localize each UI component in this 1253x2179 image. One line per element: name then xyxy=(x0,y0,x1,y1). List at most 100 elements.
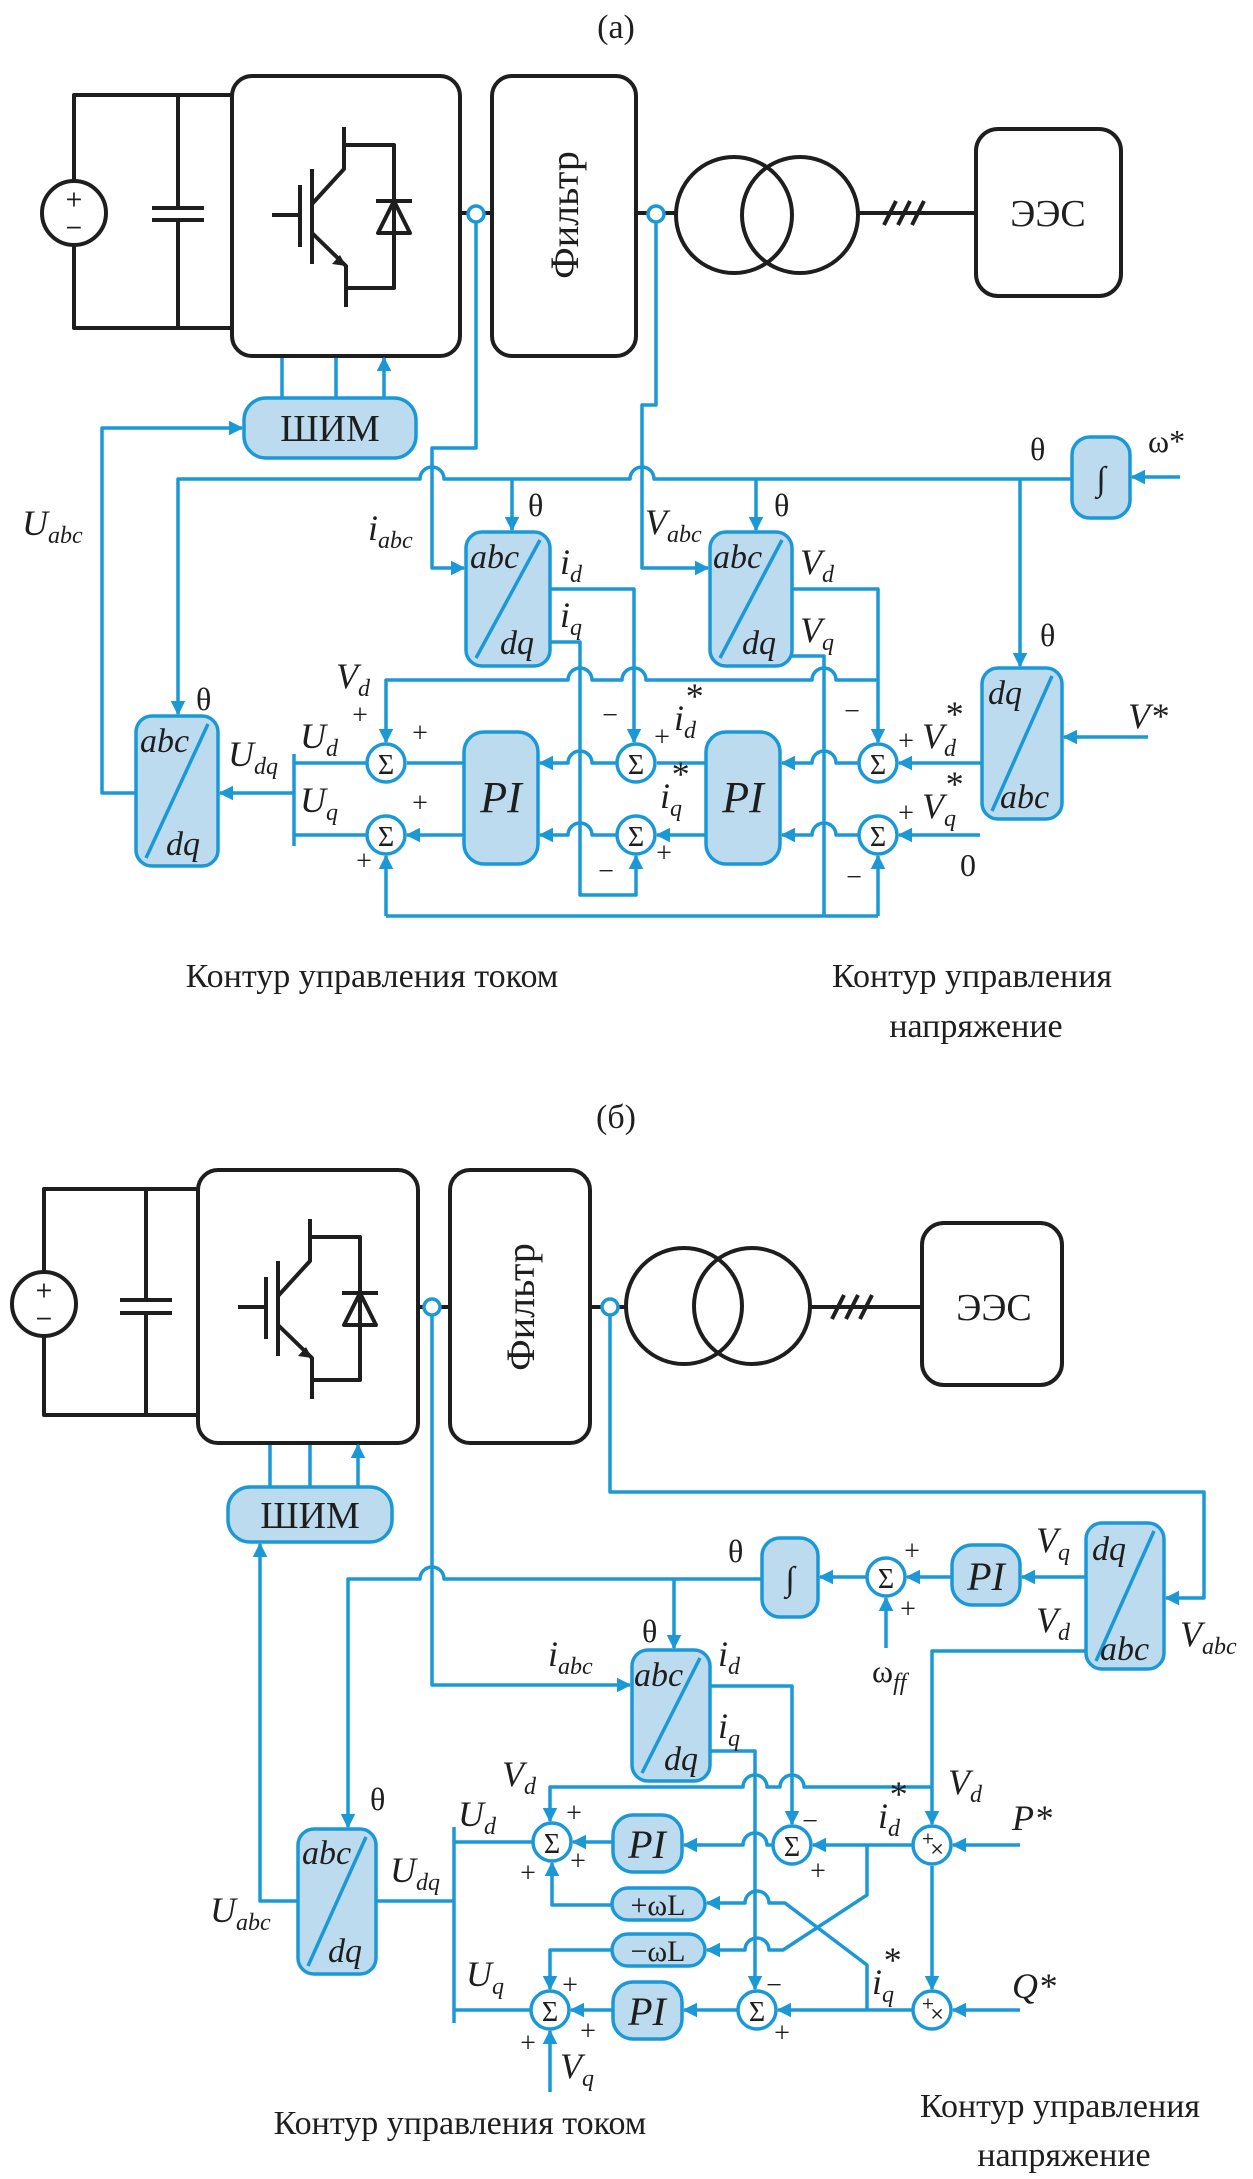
label-vq: Vq xyxy=(800,610,834,656)
abc-label: abc xyxy=(1100,1631,1149,1668)
label-p-ref: P* xyxy=(1011,1798,1052,1838)
pi1-outputs xyxy=(407,761,464,835)
sum-id xyxy=(615,742,657,784)
pwm-block xyxy=(242,396,418,460)
panel-a-title: (а) xyxy=(597,9,635,46)
sign: + xyxy=(810,1856,826,1887)
multiply-icon: × xyxy=(929,2004,944,2025)
three-phase-line-icon xyxy=(810,1294,922,1320)
three-phase-line-icon xyxy=(858,200,976,226)
sum-ud xyxy=(531,1821,573,1863)
inverter-block xyxy=(230,74,462,358)
label-id-ref: id* xyxy=(878,1774,906,1842)
transformer-winding-2 xyxy=(740,155,860,275)
id-line xyxy=(550,587,642,744)
label-iq: iq xyxy=(560,595,582,641)
dq-abc-transform-ref: dq abc xyxy=(980,666,1064,821)
dc-source-minus: − xyxy=(35,1307,53,1332)
sign: + xyxy=(656,838,672,869)
pi-controller-pll xyxy=(950,1543,1022,1607)
pi-controller-current xyxy=(462,730,540,866)
abc-label: abc xyxy=(470,539,519,576)
dc-source-icon xyxy=(10,1270,78,1338)
label-vd-ref: Vd* xyxy=(922,694,962,762)
pi-label: PI xyxy=(627,1989,667,2034)
sum-id xyxy=(771,1824,813,1866)
power-circuit-b: + − Фильтр ЭЭС xyxy=(10,1168,1064,1445)
dc-source-minus: − xyxy=(65,216,83,241)
grid-block xyxy=(974,127,1123,298)
sign: + xyxy=(580,2016,596,2047)
pi-label: PI xyxy=(479,773,524,822)
vd-feedforward-line xyxy=(542,1773,932,1823)
dc-link-wires xyxy=(42,1187,198,1417)
sum-uq xyxy=(529,1989,571,2031)
iq-line xyxy=(710,1749,763,1991)
udq-bus xyxy=(376,1827,533,2023)
abc-label: abc xyxy=(140,723,189,760)
label-udq: Udq xyxy=(228,734,278,780)
blocks-b: ШИМ ∫ PI Σ dq abc abc dq abc xyxy=(226,1485,1166,2041)
pwm-label: ШИМ xyxy=(260,1495,360,1537)
vd-to-multiplier xyxy=(924,1649,1086,1826)
abc-label: abc xyxy=(713,539,762,576)
label-id-ref: id* xyxy=(674,676,702,744)
integrator-label: ∫ xyxy=(1094,461,1108,500)
sum-ud xyxy=(365,742,407,784)
dc-source-plus: + xyxy=(35,1279,53,1304)
label-omega-ref: ω* xyxy=(1148,423,1185,459)
label-theta: θ xyxy=(1030,431,1045,467)
sign: + xyxy=(898,726,914,757)
sign: + xyxy=(921,1829,934,1848)
theta-line xyxy=(170,465,1072,716)
sigma-label: Σ xyxy=(749,1997,765,2028)
sum-iq xyxy=(615,814,657,856)
sign: + xyxy=(412,788,428,819)
sigma-label: Σ xyxy=(784,1832,800,1863)
sign: + xyxy=(412,718,428,749)
label-theta: θ xyxy=(774,487,789,523)
label-udq: Udq xyxy=(390,1850,440,1896)
sign: − xyxy=(846,862,862,893)
dq-label: dq xyxy=(988,675,1022,712)
dq-abc-transform-output: abc dq xyxy=(296,1827,378,1976)
filter-block xyxy=(490,74,638,358)
dq-label: dq xyxy=(328,1933,362,1970)
sign: − xyxy=(598,856,614,887)
pwm-block xyxy=(226,1485,394,1544)
transformer-icon xyxy=(624,1246,744,1366)
voltage-sensor-icon xyxy=(646,204,666,224)
pi-label: PI xyxy=(627,1822,667,1867)
voltage-measurement-line xyxy=(608,1315,1206,1606)
vq-line xyxy=(386,654,878,918)
transformer-winding-2 xyxy=(692,1246,812,1366)
pi-controller-q xyxy=(611,1980,684,2041)
pi-controller-voltage xyxy=(704,730,782,866)
pwm-gate-signals xyxy=(268,1445,358,1487)
inverter-block xyxy=(196,1168,420,1445)
current-sensor-icon xyxy=(466,204,486,224)
sigma-label: Σ xyxy=(628,750,644,781)
sign: + xyxy=(904,1536,920,1567)
label-iq-ref: iq* xyxy=(872,1940,900,2008)
label-ud: Ud xyxy=(458,1794,497,1840)
label-ud: Ud xyxy=(300,716,339,762)
sign: + xyxy=(921,1994,934,2013)
label-vq-ff: Vq xyxy=(560,2046,594,2092)
sum-uq xyxy=(365,814,407,856)
pi-label: PI xyxy=(721,773,766,822)
panel-b: (б) + − Фильтр ЭЭС xyxy=(10,1099,1237,2174)
label-iabc: iabc xyxy=(368,508,413,554)
summing-junctions-b: Σ Σ Σ Σ + × + × xyxy=(529,1821,953,2031)
id-ref-to-minus-omega-l xyxy=(705,1845,869,1958)
label-vd: Vd xyxy=(1036,1600,1071,1646)
label-uabc: Uabc xyxy=(210,1890,271,1936)
iq-line xyxy=(550,640,644,897)
pi-label: PI xyxy=(966,1554,1006,1599)
abc-label: abc xyxy=(634,1657,683,1694)
label-vd-mult: Vd xyxy=(948,1762,983,1808)
label-q-ref: Q* xyxy=(1012,1966,1056,2006)
pwm-label: ШИМ xyxy=(280,408,380,450)
sign: + xyxy=(570,1846,586,1877)
label-uabc: Uabc xyxy=(22,503,83,549)
